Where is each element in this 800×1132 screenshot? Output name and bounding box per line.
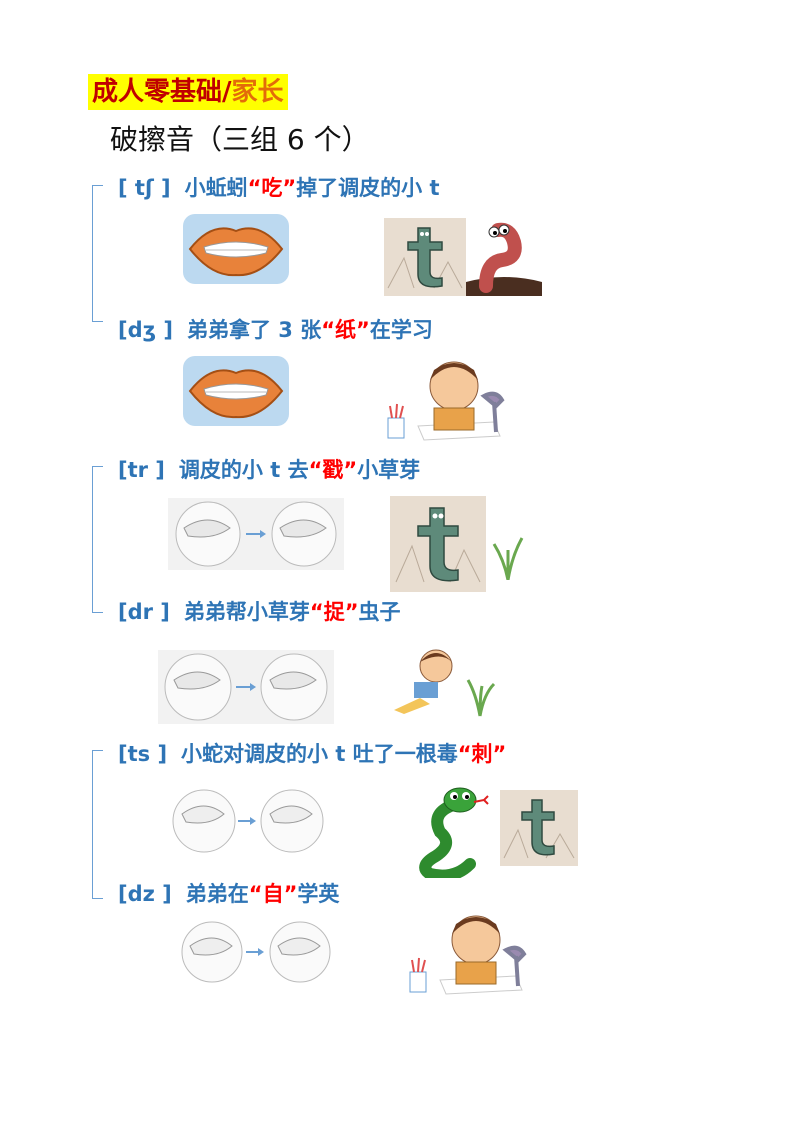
group-bracket [92,604,103,613]
phrase-text: 弟弟拿了 3 张 [187,318,322,342]
group-bracket [92,758,103,890]
lips-illustration [183,356,289,426]
banner-title-part2: 家长 [231,77,284,107]
phrase-row-dzh: [dʒ ] 弟弟拿了 3 张“纸”在学习 [118,316,433,344]
phonetic-symbol: [tr ] [118,458,165,482]
mouth-crosssection-diagram [172,789,324,853]
keyword: “自” [248,882,298,906]
keyword: “纸” [321,318,370,342]
phrase-row-tr: [tr ] 调皮的小 t 去“戳”小草芽 [118,456,420,484]
phonetic-symbol: [dz ] [118,882,172,906]
phrase-text: 小草芽 [357,458,421,482]
mouth-crosssection-diagram [168,498,344,570]
banner-title-part1: 成人零基础/ [92,77,232,107]
phonetic-symbol: [dʒ ] [118,318,173,342]
phrase-row-dr: [dr ] 弟弟帮小草芽“捉”虫子 [118,598,401,626]
group-bracket [92,466,103,475]
snake-illustration [419,787,489,878]
group-bracket [92,185,103,194]
letter-t-character-illustration [384,218,468,296]
phrase-text: 虫子 [358,600,401,624]
grass-sprout-illustration [492,537,524,580]
mouth-crosssection-diagram [158,650,334,724]
banner-title: 成人零基础/家长 [88,74,288,110]
worm-illustration [466,216,542,296]
phrase-row-tsh: [ tʃ ] 小蚯蚓“吃”掉了调皮的小 t [118,174,440,202]
mouth-crosssection-diagram [181,921,331,983]
boy-crawling-illustration [394,649,496,717]
phrase-text: 弟弟在 [185,882,249,906]
lips-illustration [183,214,289,284]
phonetic-symbol: [ts ] [118,742,168,766]
group-bracket [92,193,103,313]
keyword: “刺” [457,742,507,766]
phrase-text: 在学习 [369,318,433,342]
boy-studying-illustration [387,361,505,441]
letter-t-character-illustration [500,790,578,866]
phrase-text: 学英 [297,882,340,906]
group-bracket [92,750,103,759]
keyword: “捉” [309,600,359,624]
phrase-text: 弟弟帮小草芽 [183,600,310,624]
phrase-text: 小蚯蚓 [184,176,248,200]
keyword: “戳” [308,458,358,482]
phonetic-symbol: [dr ] [118,600,170,624]
phrase-row-ts: [ts ] 小蛇对调皮的小 t 吐了一根毒“刺” [118,740,506,768]
phrase-text: 调皮的小 t 去 [178,458,309,482]
group-bracket [92,890,103,899]
section-subtitle: 破擦音（三组 6 个） [110,123,370,156]
group-bracket [92,313,103,322]
group-bracket [92,474,103,604]
keyword: “吃” [247,176,297,200]
phonetic-symbol: [ tʃ ] [118,176,171,200]
phrase-text: 掉了调皮的小 t [296,176,440,200]
letter-t-character-illustration [390,496,486,592]
phrase-text: 小蛇对调皮的小 t 吐了一根毒 [181,742,458,766]
phrase-row-dz: [dz ] 弟弟在“自”学英 [118,880,339,908]
boy-studying-illustration [409,915,527,995]
